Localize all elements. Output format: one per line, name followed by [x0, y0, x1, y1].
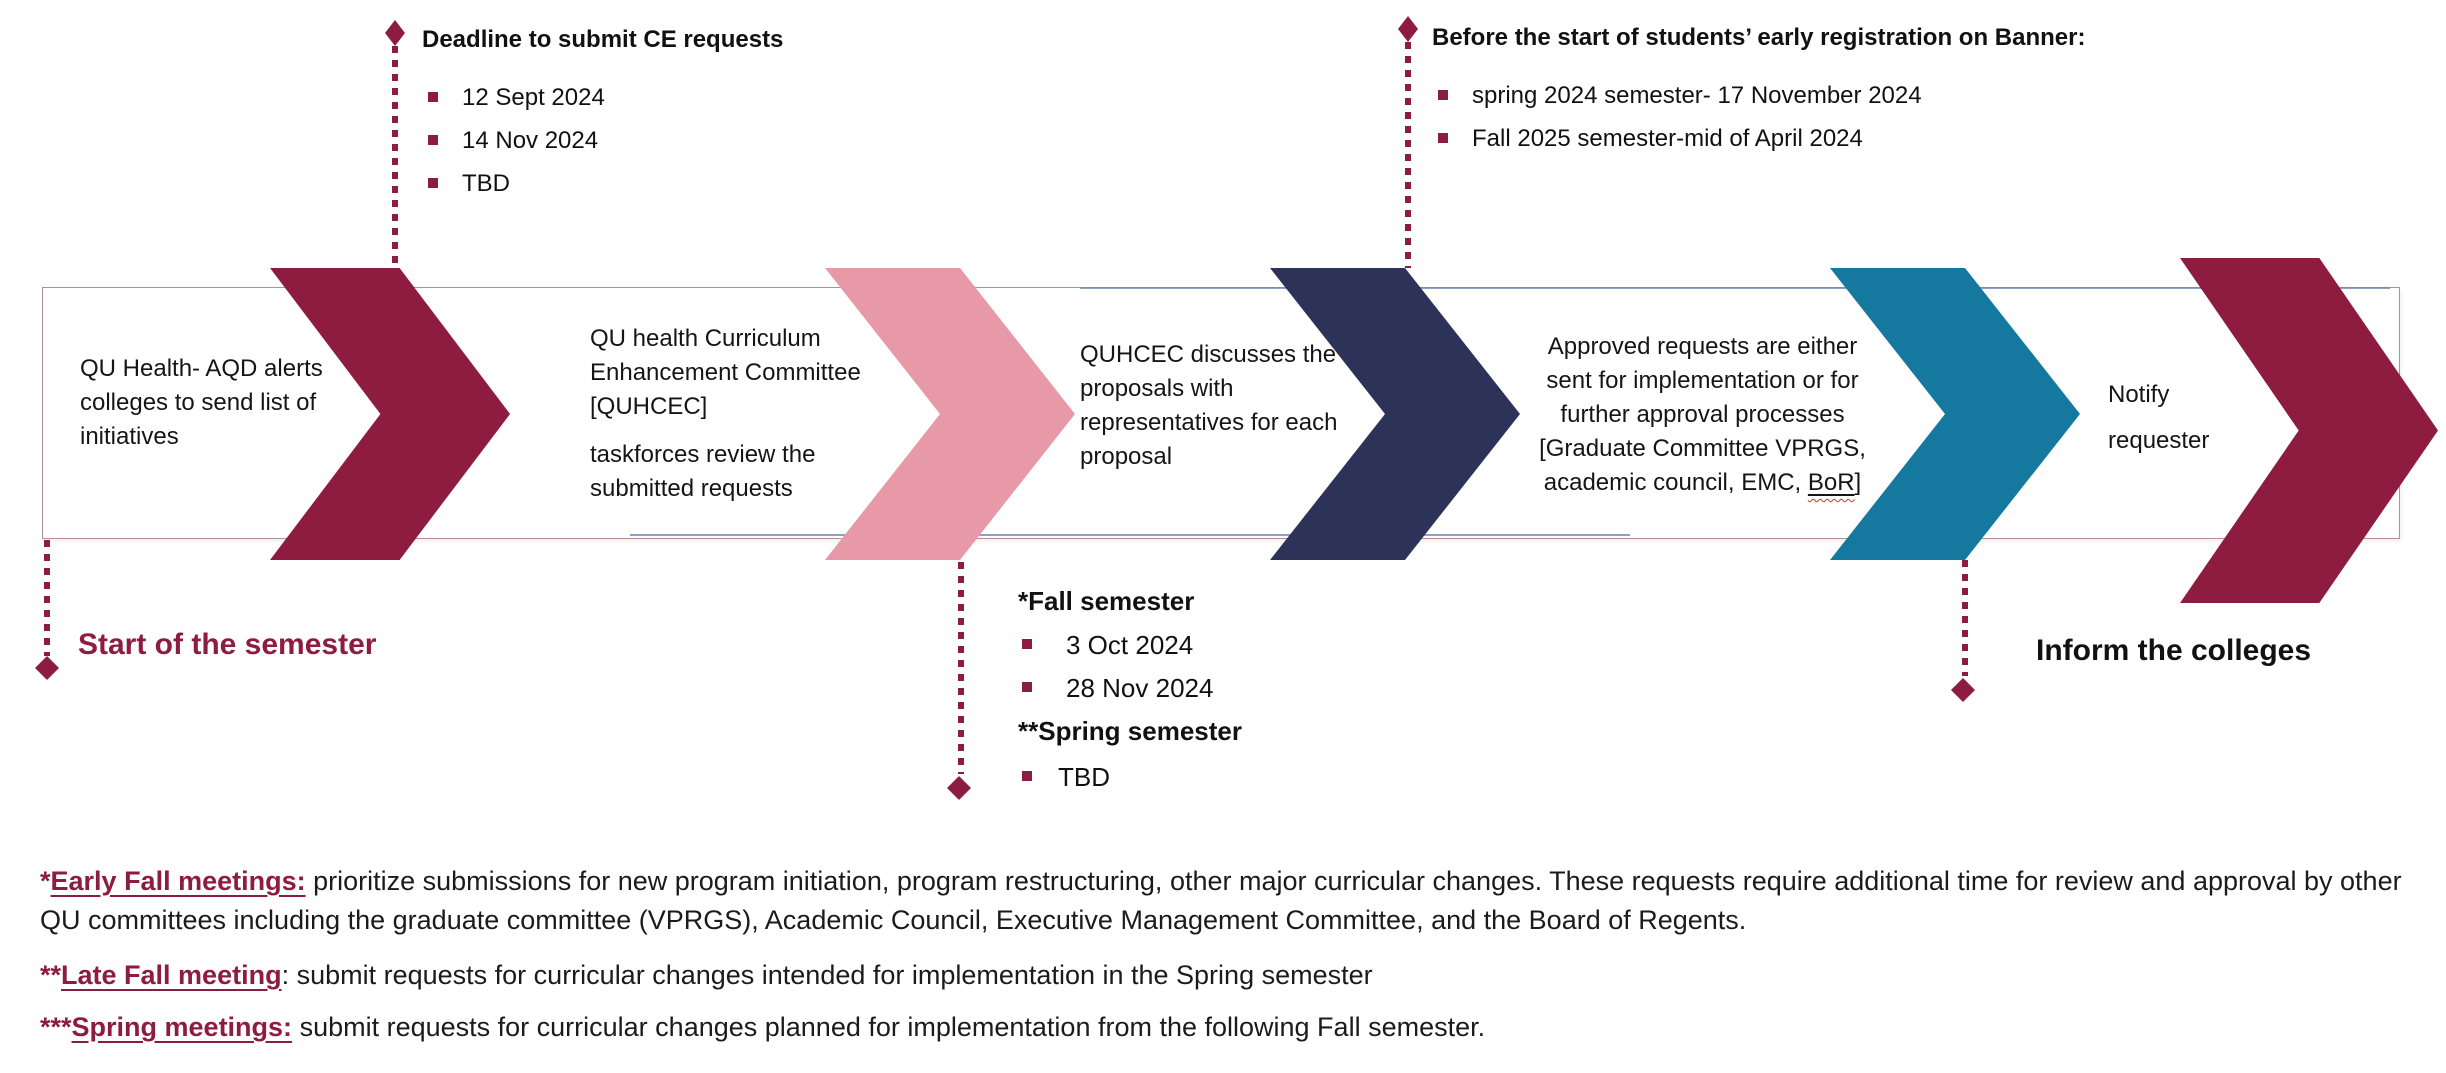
fall-semester-item: 3 Oct 2024: [1066, 630, 1194, 660]
step-5-text: Notify requester: [2108, 378, 2258, 458]
footnote-stars: *: [40, 866, 51, 896]
step-2-paragraph-1: QU health Curriculum Enhancement Committ…: [590, 325, 861, 420]
dotted-connector-start-semester: [44, 540, 50, 656]
step-4-text-before: Approved requests are either sent for im…: [1539, 333, 1866, 496]
diamond-marker-inform: [1951, 678, 1975, 702]
spring-semester-item: TBD: [1058, 762, 1110, 792]
bullet-square-icon: [1022, 639, 1032, 649]
bullet-square-icon: [1022, 682, 1032, 692]
start-of-semester-label: Start of the semester: [78, 628, 377, 661]
diamond-marker-meetings: [947, 776, 971, 800]
deadline-item: TBD: [462, 170, 510, 197]
fall-semester-item: 28 Nov 2024: [1066, 673, 1214, 703]
bullet-square-icon: [1438, 90, 1448, 100]
dotted-connector-registration: [1405, 42, 1411, 268]
step-3-text: QUHCEC discusses the proposals with repr…: [1080, 341, 1338, 470]
bullet-square-icon: [1438, 133, 1448, 143]
registration-callout-title: Before the start of students’ early regi…: [1432, 24, 2086, 51]
inform-colleges-label: Inform the colleges: [2036, 634, 2312, 667]
diamond-marker-deadline: [385, 20, 405, 46]
dotted-connector-meetings: [958, 562, 964, 774]
footnote-early-fall: *Early Fall meetings: prioritize submiss…: [40, 862, 2420, 940]
step-1-text: QU Health- AQD alerts colleges to send l…: [80, 355, 323, 450]
bullet-square-icon: [428, 92, 438, 102]
band-bottom-hairline: [630, 534, 1630, 536]
step-4-bor-underlined: BoR: [1808, 469, 1855, 496]
footnote-spring: ***Spring meetings: submit requests for …: [40, 1008, 2420, 1047]
bullet-square-icon: [428, 178, 438, 188]
step-2-text: QU health Curriculum Enhancement Committ…: [590, 322, 890, 506]
footnote-late-fall: **Late Fall meeting: submit requests for…: [40, 956, 2420, 995]
diamond-marker-start-semester: [35, 656, 59, 680]
footnote-lead: Early Fall meetings:: [50, 866, 306, 896]
diamond-marker-registration: [1398, 16, 1418, 42]
dotted-connector-inform: [1962, 560, 1968, 676]
footnote-stars: ***: [40, 1012, 72, 1042]
step-2-paragraph-2: taskforces review the submitted requests: [590, 441, 816, 502]
bullet-square-icon: [428, 135, 438, 145]
footnote-text: : submit requests for curricular changes…: [281, 960, 1373, 990]
footnote-stars: **: [40, 960, 62, 990]
footnote-text: submit requests for curricular changes p…: [292, 1012, 1486, 1042]
step-4-text: Approved requests are either sent for im…: [1530, 330, 1875, 500]
deadline-callout-title: Deadline to submit CE requests: [422, 26, 784, 53]
band-top-hairline: [1080, 287, 2390, 289]
deadline-item: 14 Nov 2024: [462, 127, 599, 154]
step-5-line-1: Notify: [2108, 381, 2170, 408]
footnote-lead: Late Fall meeting: [61, 960, 282, 990]
step-5-line-2: requester: [2108, 427, 2210, 454]
registration-item: Fall 2025 semester-mid of April 2024: [1472, 125, 1863, 152]
step-4-text-after: ]: [1854, 469, 1862, 496]
deadline-item: 12 Sept 2024: [462, 84, 605, 111]
spring-semester-title: **Spring semester: [1018, 716, 1242, 746]
dotted-connector-deadline: [392, 46, 398, 268]
footnote-text: prioritize submissions for new program i…: [40, 866, 2402, 935]
step-4-bor-spellcheck: BoR: [1807, 469, 1855, 496]
bullet-square-icon: [1022, 771, 1032, 781]
fall-semester-title: *Fall semester: [1018, 586, 1195, 616]
footnote-lead: Spring meetings:: [71, 1012, 293, 1042]
registration-item: spring 2024 semester- 17 November 2024: [1472, 82, 1922, 109]
